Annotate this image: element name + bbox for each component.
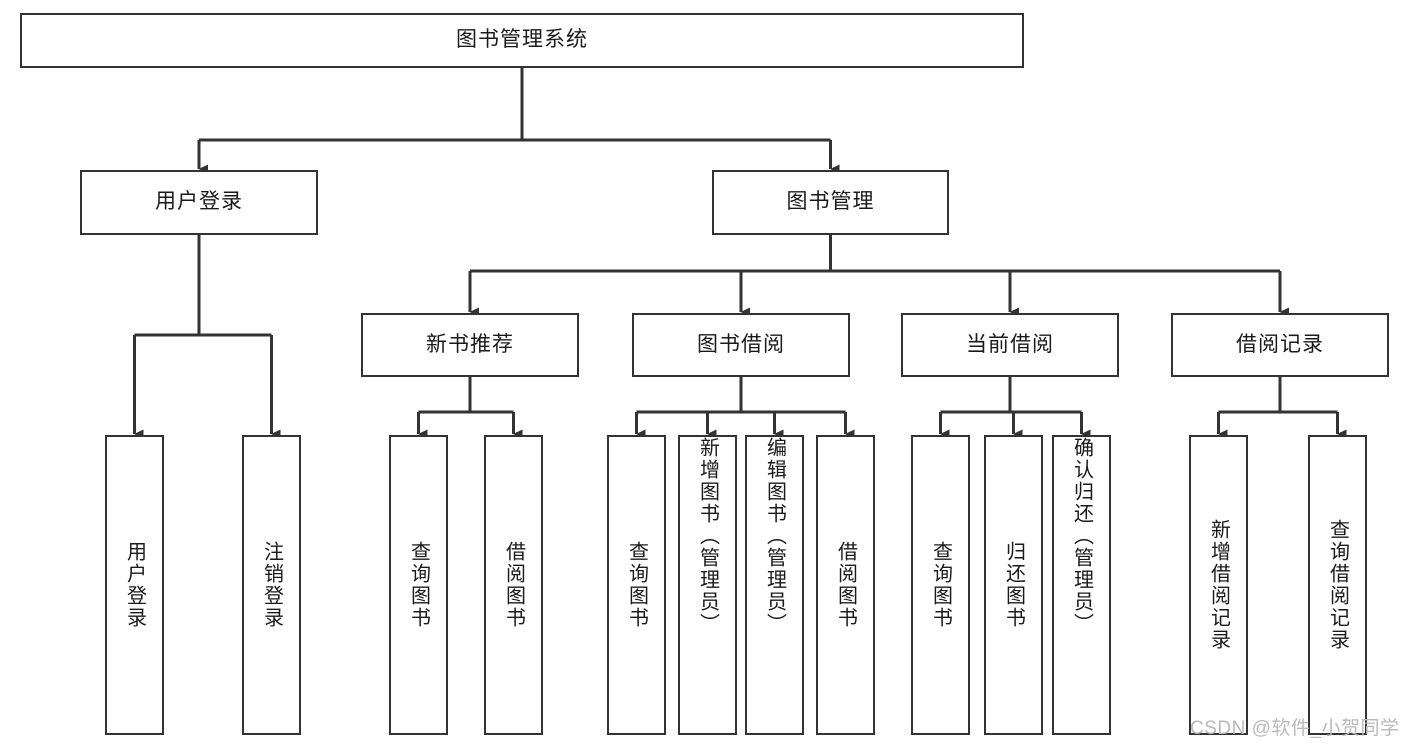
node-user-login[interactable]: 用户登录	[80, 170, 318, 235]
node-user-login-label: 用户登录	[155, 190, 243, 214]
node-leaf-user-login[interactable]: 用户登录	[105, 435, 164, 735]
node-leaf-query-record[interactable]: 查询借阅记录	[1308, 435, 1367, 735]
node-leaf-return-book[interactable]: 归还图书	[984, 435, 1043, 735]
node-root-system[interactable]: 图书管理系统	[20, 13, 1024, 68]
node-leaf-edit-book-label: 编辑图书（管理员）	[763, 437, 786, 635]
node-leaf-add-record[interactable]: 新增借阅记录	[1189, 435, 1248, 735]
node-book-manage[interactable]: 图书管理	[712, 170, 949, 235]
node-new-book-recommend[interactable]: 新书推荐	[361, 313, 579, 377]
node-new-book-recommend-label: 新书推荐	[426, 332, 514, 356]
node-leaf-confirm-return-label: 确认归还（管理员）	[1070, 437, 1093, 635]
node-leaf-query-book-1[interactable]: 查询图书	[389, 435, 448, 735]
node-leaf-user-login-label: 用户登录	[123, 541, 146, 629]
node-book-manage-label: 图书管理	[786, 190, 875, 214]
node-leaf-add-book[interactable]: 新增图书（管理员）	[678, 435, 737, 735]
watermark-text: CSDN @软件_小贺同学	[1190, 718, 1400, 739]
node-root-label: 图书管理系统	[456, 28, 588, 52]
node-leaf-borrow-book-1[interactable]: 借阅图书	[484, 435, 543, 735]
node-leaf-borrow-book-2-label: 借阅图书	[834, 541, 857, 629]
node-leaf-add-record-label: 新增借阅记录	[1207, 519, 1230, 651]
node-leaf-confirm-return[interactable]: 确认归还（管理员）	[1052, 435, 1111, 735]
node-leaf-borrow-book-1-label: 借阅图书	[502, 541, 525, 629]
node-leaf-borrow-book-2[interactable]: 借阅图书	[816, 435, 875, 735]
node-borrow-record[interactable]: 借阅记录	[1171, 313, 1389, 377]
node-leaf-logout[interactable]: 注销登录	[242, 435, 301, 735]
node-leaf-add-book-label: 新增图书（管理员）	[696, 437, 719, 635]
node-leaf-query-book-2-label: 查询图书	[625, 541, 648, 629]
node-leaf-query-book-3-label: 查询图书	[929, 541, 952, 629]
node-current-borrow-label: 当前借阅	[966, 332, 1054, 356]
node-book-borrow-label: 图书借阅	[697, 332, 785, 356]
node-book-borrow[interactable]: 图书借阅	[632, 313, 850, 377]
node-leaf-query-book-2[interactable]: 查询图书	[607, 435, 666, 735]
node-leaf-query-book-3[interactable]: 查询图书	[911, 435, 970, 735]
node-leaf-logout-label: 注销登录	[260, 541, 283, 629]
node-leaf-query-book-1-label: 查询图书	[407, 541, 430, 629]
node-borrow-record-label: 借阅记录	[1236, 332, 1324, 356]
node-leaf-query-record-label: 查询借阅记录	[1326, 519, 1349, 651]
node-leaf-edit-book[interactable]: 编辑图书（管理员）	[745, 435, 804, 735]
node-leaf-return-book-label: 归还图书	[1002, 541, 1025, 629]
node-current-borrow[interactable]: 当前借阅	[901, 313, 1119, 377]
